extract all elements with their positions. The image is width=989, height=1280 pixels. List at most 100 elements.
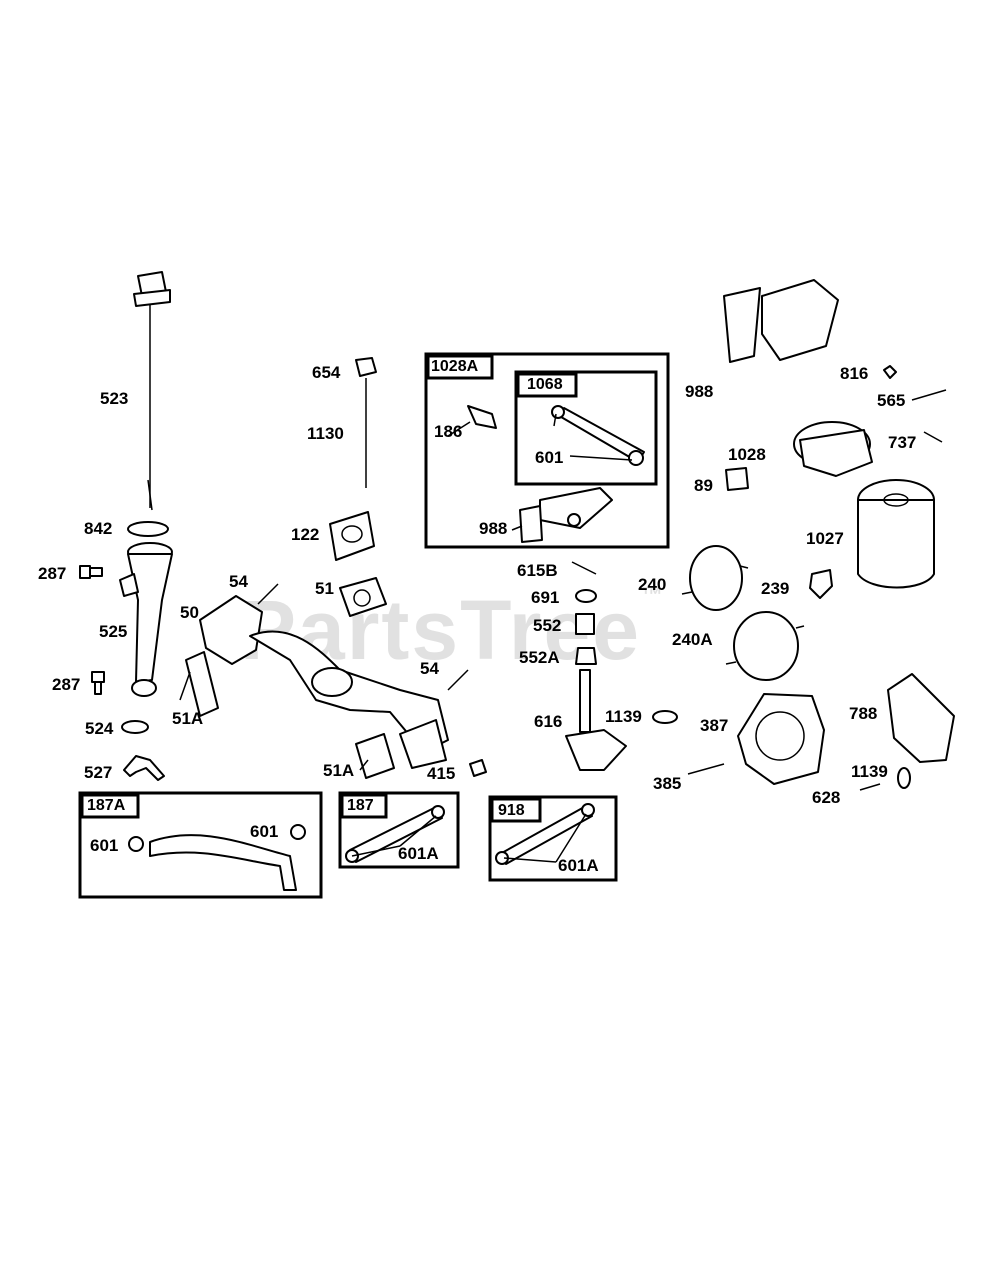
callout-240: 240 (638, 575, 667, 594)
kit-label-1068: 1068 (527, 376, 563, 393)
bolt-737-part (923, 431, 943, 443)
kit-frame-1028A (424, 352, 670, 549)
kit-label-918: 918 (498, 802, 525, 819)
callout-737: 737 (888, 433, 917, 452)
washer-816-part (883, 365, 897, 379)
callout-51A-right: 51A (323, 761, 355, 780)
callout-601A-kit918: 601A (558, 856, 599, 875)
pin-615B-part (571, 561, 597, 575)
callout-287-lower: 287 (52, 675, 81, 694)
callout-1027: 1027 (806, 529, 844, 548)
washer-524-part (121, 720, 149, 734)
callout-385: 385 (653, 774, 682, 793)
dipstick-tube-part (119, 542, 173, 697)
kit-frame-1068 (514, 370, 658, 486)
callout-186: 186 (434, 422, 463, 441)
callout-89: 89 (694, 476, 713, 495)
callout-601-kit1068: 601 (535, 448, 564, 467)
bracket-788-part (887, 673, 955, 763)
kit-tab-1028A (426, 354, 494, 380)
callout-628: 628 (812, 788, 841, 807)
callout-565: 565 (877, 391, 906, 410)
washer-1139-right (897, 767, 911, 789)
plug-89-part (725, 467, 749, 491)
callout-122: 122 (291, 525, 320, 544)
callout-816: 816 (840, 364, 869, 383)
pump-240-part (681, 545, 749, 611)
stud-part (355, 357, 377, 488)
kit-frame-187 (338, 791, 460, 869)
intake-manifold-part (199, 595, 449, 769)
fitting-565-part (911, 389, 947, 401)
callout-788: 788 (849, 704, 878, 723)
gasket-51-part (339, 577, 387, 617)
callout-552: 552 (533, 616, 562, 635)
pump-240A-part (725, 611, 805, 681)
callout-691: 691 (531, 588, 560, 607)
callout-525: 525 (99, 622, 128, 641)
callout-988-kit: 988 (479, 519, 508, 538)
callout-524: 524 (85, 719, 114, 738)
callout-51A-left: 51A (172, 709, 204, 728)
kit-frame-187A (78, 791, 323, 899)
hose-187-part (345, 805, 445, 863)
kit-tab-187 (340, 793, 388, 819)
kit-frame-918 (488, 795, 618, 882)
bolt-54-lower (447, 669, 469, 691)
callout-842: 842 (84, 519, 113, 538)
dipstick-part (133, 271, 171, 511)
callout-387: 387 (700, 716, 729, 735)
gasket-51A-left (185, 651, 219, 717)
callout-615B: 615B (517, 561, 558, 580)
callout-601A-kit187: 601A (398, 844, 439, 863)
kit-tab-187A (80, 793, 140, 819)
callout-527: 527 (84, 763, 113, 782)
screw-287-lower (91, 671, 105, 695)
callout-415: 415 (427, 764, 456, 783)
nut-415-part (469, 759, 487, 777)
bushing-552A-part (575, 647, 597, 665)
washer-1139-center (652, 710, 678, 724)
fitting-186-part (467, 405, 497, 429)
callout-54-upper: 54 (229, 572, 248, 591)
filter-adapter-1028-part (761, 279, 873, 477)
callout-1130: 1130 (307, 424, 344, 443)
hose-1068-part (551, 405, 645, 466)
gasket-51A-right (355, 733, 395, 779)
bracket-387-part (737, 693, 825, 785)
callout-988-right: 988 (685, 382, 714, 401)
callout-1028: 1028 (728, 445, 766, 464)
callout-51: 51 (315, 579, 334, 598)
clamp-part (123, 755, 165, 781)
callout-239: 239 (761, 579, 790, 598)
kit-label-187A: 187A (87, 797, 126, 814)
callout-1139-right: 1139 (851, 762, 888, 781)
bolt-628-part (859, 783, 881, 791)
callout-601-kit187A-right: 601 (250, 822, 279, 841)
spacer-part (329, 511, 375, 561)
screw-287-upper (79, 565, 103, 579)
shaft-616-part (565, 669, 627, 771)
callout-601-kit187A-left: 601 (90, 836, 119, 855)
callout-616: 616 (534, 712, 563, 731)
kit-label-1028A: 1028A (431, 358, 479, 375)
callout-240A: 240A (672, 630, 713, 649)
hose-918-part (495, 803, 595, 865)
callout-1139-center: 1139 (605, 707, 642, 726)
callout-50: 50 (180, 603, 199, 622)
callout-523: 523 (100, 389, 129, 408)
bolt-385-part (687, 763, 725, 775)
adapter-988-part (519, 487, 613, 543)
oring-part (127, 521, 169, 537)
gasket-988-part (723, 287, 761, 363)
callout-654: 654 (312, 363, 341, 382)
bushing-552-part (575, 613, 595, 635)
washer-691-part (575, 589, 597, 603)
kit-tab-1068 (516, 372, 578, 398)
callout-287-upper: 287 (38, 564, 67, 583)
callout-54-lower: 54 (420, 659, 439, 678)
kit-label-187: 187 (347, 797, 374, 814)
switch-239-part (809, 569, 833, 599)
